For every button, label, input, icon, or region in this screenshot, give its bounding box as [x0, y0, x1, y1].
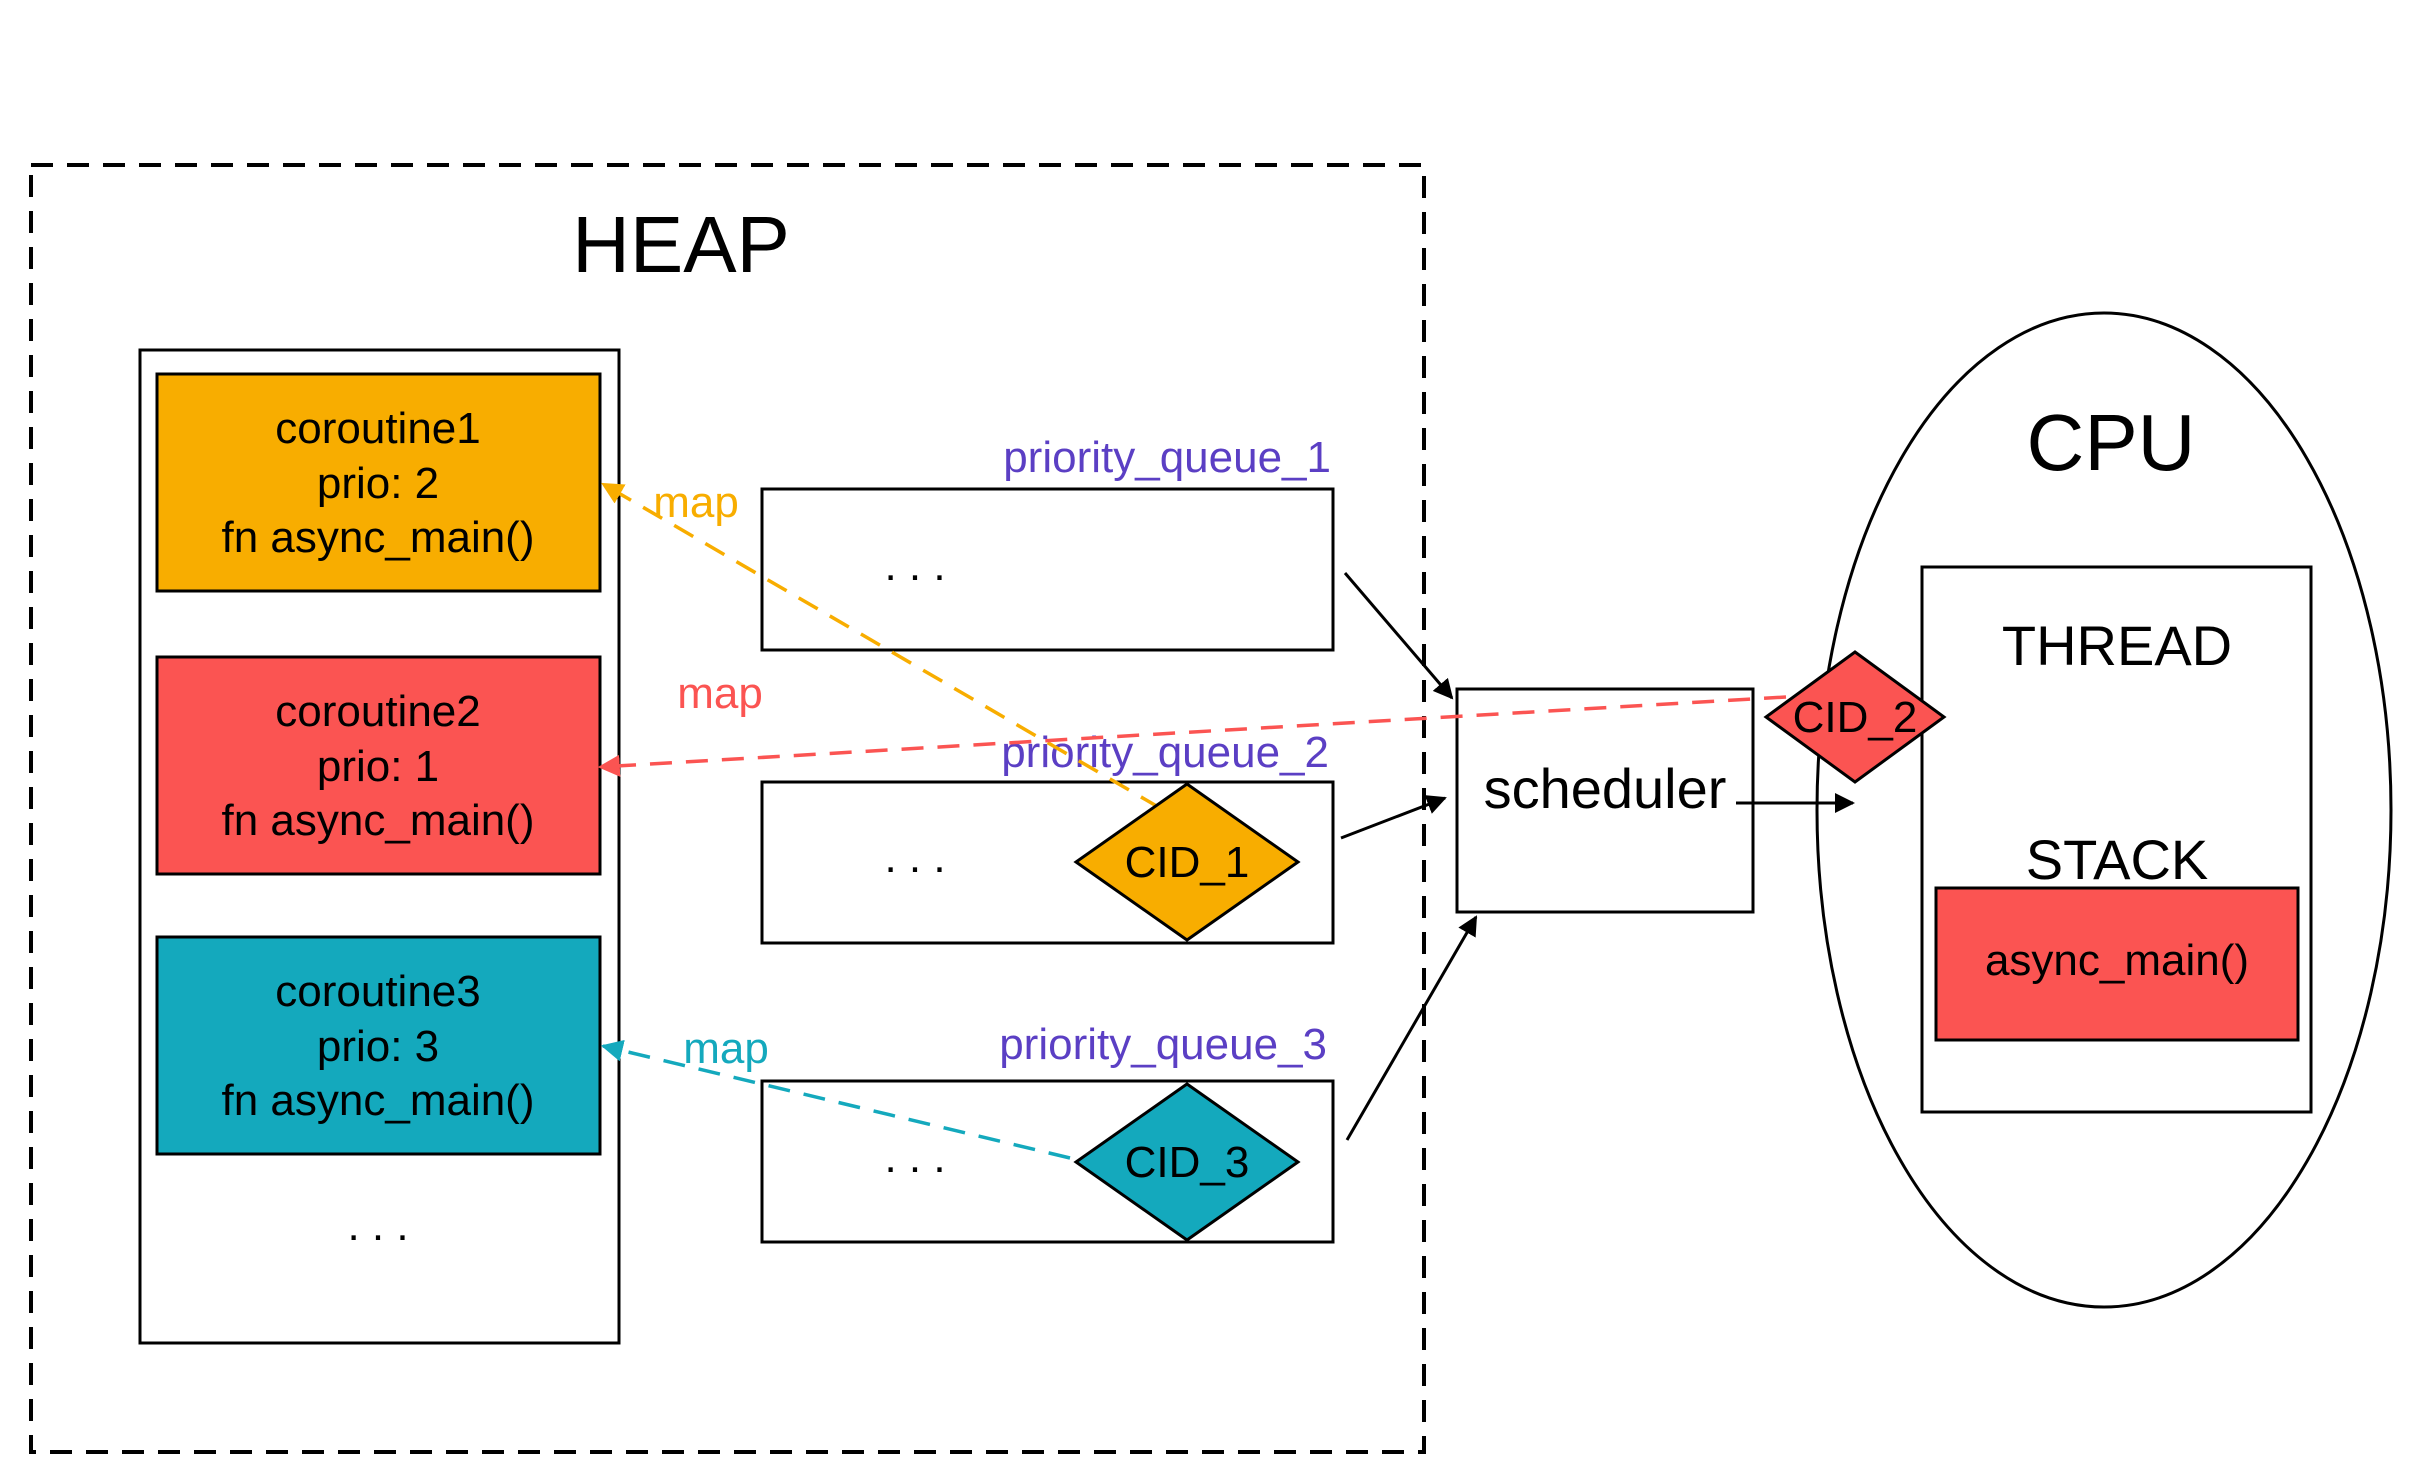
map2-arrow	[597, 695, 1787, 777]
coroutine1-prio: prio: 2	[317, 459, 439, 508]
heap-title: HEAP	[572, 200, 790, 289]
coroutine2-name: coroutine2	[275, 687, 480, 736]
thread-label: THREAD	[2002, 614, 2232, 677]
coroutine-list-ellipsis: . . .	[347, 1201, 408, 1250]
coroutine3-fn: fn async_main()	[221, 1076, 534, 1125]
queue2-label: priority_queue_2	[1001, 728, 1329, 777]
coroutine3-prio: prio: 3	[317, 1022, 439, 1071]
cpu-title: CPU	[2027, 398, 2196, 487]
cid3-label: CID_3	[1125, 1138, 1250, 1187]
cid1-diamond[interactable]: CID_1	[1073, 782, 1301, 942]
scheduler-label: scheduler	[1484, 757, 1727, 820]
stack-frame[interactable]	[1934, 886, 2300, 1042]
queue2-ellipsis: . . .	[884, 833, 945, 882]
coroutine3-name: coroutine3	[275, 967, 480, 1016]
stack-frame-label: async_main()	[1985, 936, 2249, 985]
map2-label: map	[677, 669, 763, 718]
cid2-label: CID_2	[1793, 693, 1918, 742]
queue2-to-scheduler-arrow	[1340, 795, 1447, 840]
queue3-ellipsis: . . .	[884, 1133, 945, 1182]
map1-label: map	[653, 478, 739, 527]
cid3-diamond[interactable]: CID_3	[1073, 1082, 1301, 1242]
map3-arrow	[600, 1039, 1071, 1160]
queue1-to-scheduler-arrow	[1343, 572, 1454, 700]
queue1-label: priority_queue_1	[1003, 433, 1331, 482]
queue3-label: priority_queue_3	[999, 1020, 1327, 1069]
coroutine3-box[interactable]: coroutine3 prio: 3 fn async_main()	[155, 935, 602, 1156]
coroutine2-fn: fn async_main()	[221, 796, 534, 845]
queue3-to-scheduler-arrow	[1345, 915, 1478, 1141]
coroutine1-fn: fn async_main()	[221, 513, 534, 562]
scheduler-box[interactable]	[1455, 687, 1755, 914]
priority-queue-1[interactable]	[760, 487, 1335, 652]
coroutine2-box[interactable]: coroutine2 prio: 1 fn async_main()	[155, 655, 602, 876]
stack-label: STACK	[2026, 828, 2209, 891]
coroutine2-prio: prio: 1	[317, 742, 439, 791]
cid1-label: CID_1	[1125, 838, 1250, 887]
coroutine1-name: coroutine1	[275, 404, 480, 453]
queue1-ellipsis: . . .	[884, 541, 945, 590]
heap-region	[29, 163, 1426, 1454]
map3-label: map	[683, 1024, 769, 1073]
cid2-diamond[interactable]: CID_2	[1763, 650, 1947, 784]
coroutine1-box[interactable]: coroutine1 prio: 2 fn async_main()	[155, 372, 602, 593]
